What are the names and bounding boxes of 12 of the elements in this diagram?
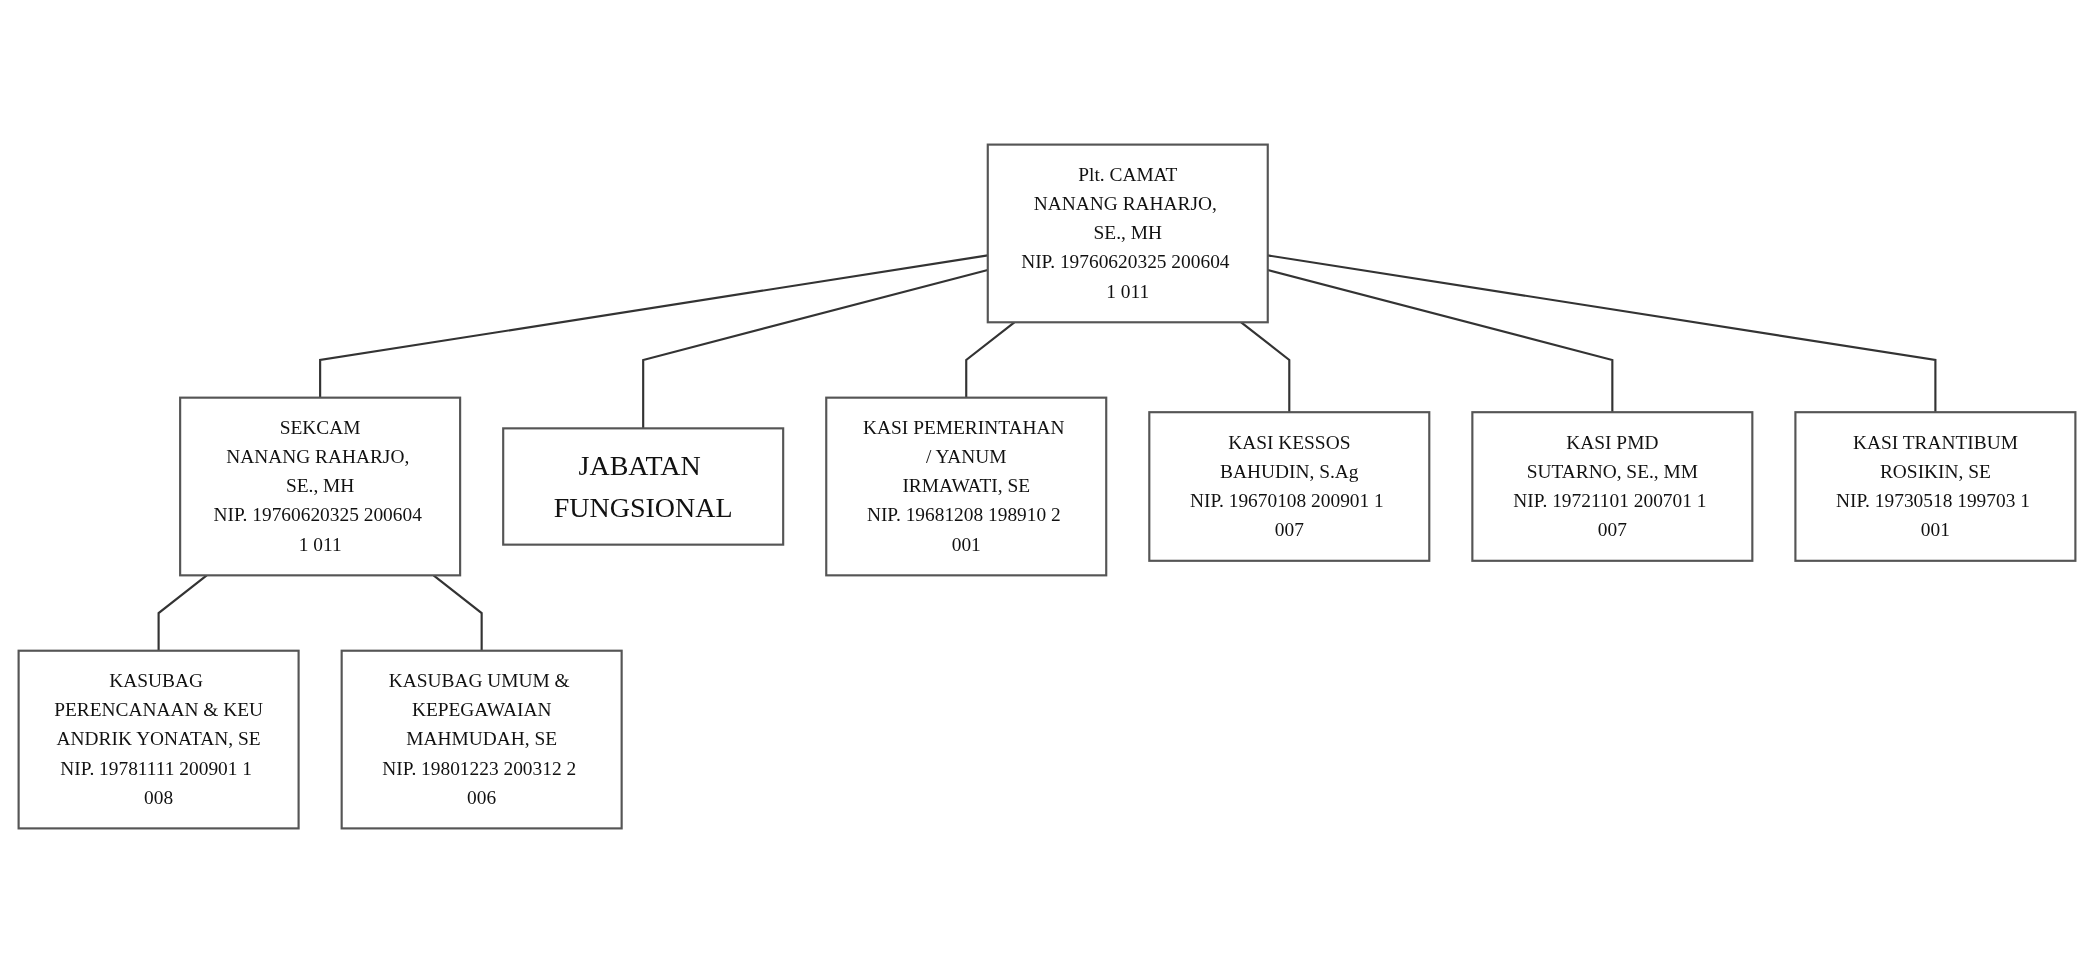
connector	[319, 254, 988, 398]
connector	[1267, 254, 1937, 413]
node-box: KASUBAG PERENCANAAN & KEU ANDRIK YONATAN, SE NIP. 19781111 200901 1 008	[17, 649, 300, 830]
node-box: KASI PMD SUTARNO, SE., MM NIP. 19721101 200701 1 007	[1471, 411, 1754, 562]
connector	[1267, 268, 1614, 413]
node-box: KASI KESSOS BAHUDIN, S.Ag NIP. 19670108 200901 1 007	[1148, 411, 1431, 562]
node-box: SEKCAM NANANG RAHARJO, SE., MH NIP. 19760620325 200604 1 011	[179, 396, 462, 577]
node-box: KASUBAG UMUM & KEPEGAWAIAN MAHMUDAH, SE NIP. 19801223 200312 2 006	[340, 649, 623, 830]
node-box: KASI TRANTIBUM ROSIKIN, SE NIP. 19730518 199703 1 001	[1794, 411, 2077, 562]
node-box: Plt. CAMAT NANANG RAHARJO, SE., MH NIP. 19760620325 200604 1 011	[986, 143, 1269, 324]
node-box: KASI PEMERINTAHAN / YANUM IRMAWATI, SE NIP. 19681208 198910 2 001	[825, 396, 1108, 577]
node-box: JABATAN FUNGSIONAL	[502, 427, 785, 546]
